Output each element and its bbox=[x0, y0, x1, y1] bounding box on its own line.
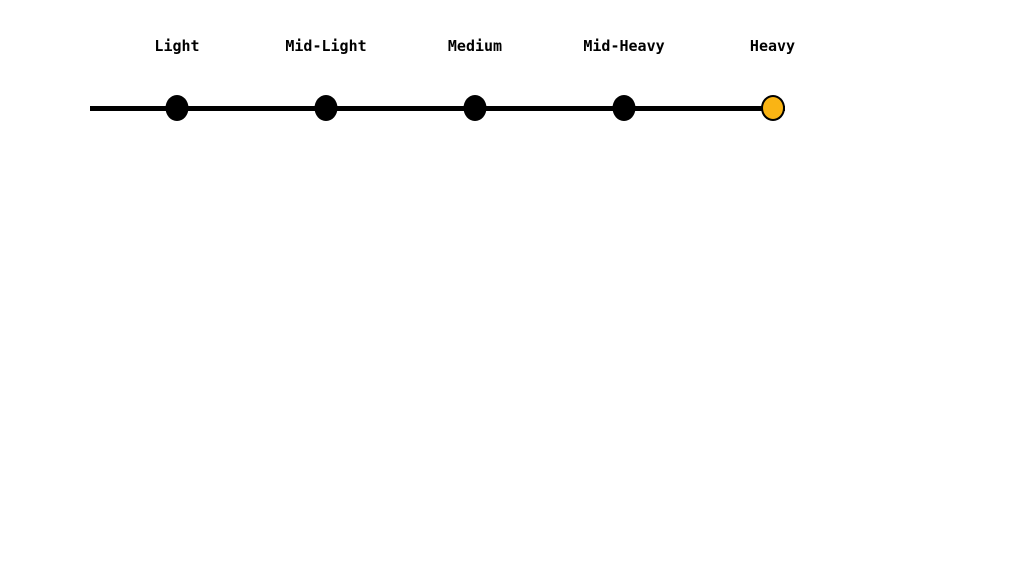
scale-point-medium bbox=[463, 95, 487, 121]
scale-label-light: Light bbox=[154, 37, 200, 55]
scale-label-mid-light: Mid-Light bbox=[285, 37, 367, 55]
scale-line bbox=[90, 106, 785, 111]
scale-point-mid-light bbox=[314, 95, 338, 121]
scale-point-heavy-selected bbox=[760, 95, 785, 121]
scale-label-medium: Medium bbox=[447, 37, 503, 55]
scale-point-light bbox=[165, 95, 189, 121]
scale-label-mid-heavy: Mid-Heavy bbox=[583, 37, 665, 55]
scale-point-mid-heavy bbox=[612, 95, 636, 121]
scale-label-heavy: Heavy bbox=[749, 37, 796, 55]
